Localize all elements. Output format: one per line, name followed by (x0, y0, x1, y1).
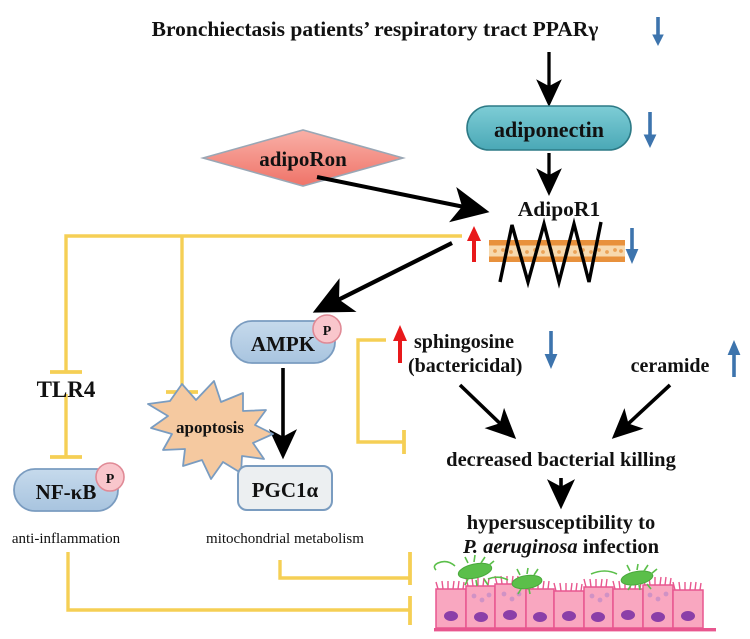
node-hypersusceptibility-line1: hypersusceptibility to (467, 512, 656, 534)
down-arrow-blue-adiponectin (643, 112, 657, 148)
node-ampk[interactable]: AMPK (230, 320, 336, 364)
node-decreased-bacterial-killing: decreased bacterial killing (446, 449, 676, 471)
up-arrow-red-adipor1 (467, 226, 481, 262)
down-arrow-blue-title (652, 17, 664, 46)
species-name: P. aeruginosa (462, 536, 578, 558)
arrow-adipor1-to-ampk (312, 241, 453, 313)
node-adiponectin-label: adiponectin (494, 117, 604, 142)
node-pgc1a-label: PGC1α (252, 478, 319, 502)
node-pgc1a[interactable]: PGC1α (237, 465, 333, 511)
airway-epithelium-illustration (433, 554, 716, 632)
node-adiporon-label: adipoRon (259, 147, 347, 171)
node-tlr4-label: TLR4 (37, 377, 96, 402)
node-nfkb-label: NF-κB (36, 480, 97, 504)
node-adipor1-label: AdipoR1 (518, 197, 600, 221)
infection-word: infection (578, 536, 660, 558)
phospho-badge-ampk: P (312, 314, 342, 344)
node-ceramide-label: ceramide (631, 355, 710, 377)
node-sphingosine-line2: (bactericidal) (408, 355, 522, 377)
node-apoptosis-label: apoptosis (176, 418, 244, 437)
node-adiponectin[interactable]: adiponectin (466, 105, 632, 151)
phospho-badge-ampk-label: P (323, 324, 332, 339)
phospho-badge-nfkb: P (95, 462, 125, 492)
node-ampk-label: AMPK (251, 332, 316, 356)
figure-title: Bronchiectasis patients’ respiratory tra… (152, 17, 599, 41)
node-sphingosine-line1: sphingosine (414, 331, 514, 353)
up-arrow-red-sphingosine (393, 325, 407, 363)
down-arrow-blue-adipor1 (625, 228, 639, 264)
arrow-adiporon-to-adipor1 (316, 175, 490, 223)
up-arrow-blue-ceramide (727, 340, 741, 377)
bacteria-group (457, 562, 654, 590)
node-apoptosis[interactable]: apoptosis (147, 380, 274, 480)
phospho-badge-nfkb-label: P (106, 472, 115, 487)
node-adiporon[interactable]: adipoRon (200, 129, 406, 187)
node-nfkb[interactable]: NF-κB (13, 468, 119, 512)
receptor-transmembrane-helices (498, 217, 603, 289)
caption-mitochondrial-metabolism: mitochondrial metabolism (206, 531, 364, 547)
down-arrow-blue-sphingosine (544, 331, 558, 369)
arrow-sphingosine-to-killing (458, 383, 517, 439)
membrane-bilayer (489, 240, 625, 262)
caption-anti-inflammation: anti-inflammation (12, 531, 121, 547)
node-hypersusceptibility-line2: P. aeruginosa infection (462, 536, 660, 558)
arrow-ceramide-to-killing (611, 383, 672, 439)
